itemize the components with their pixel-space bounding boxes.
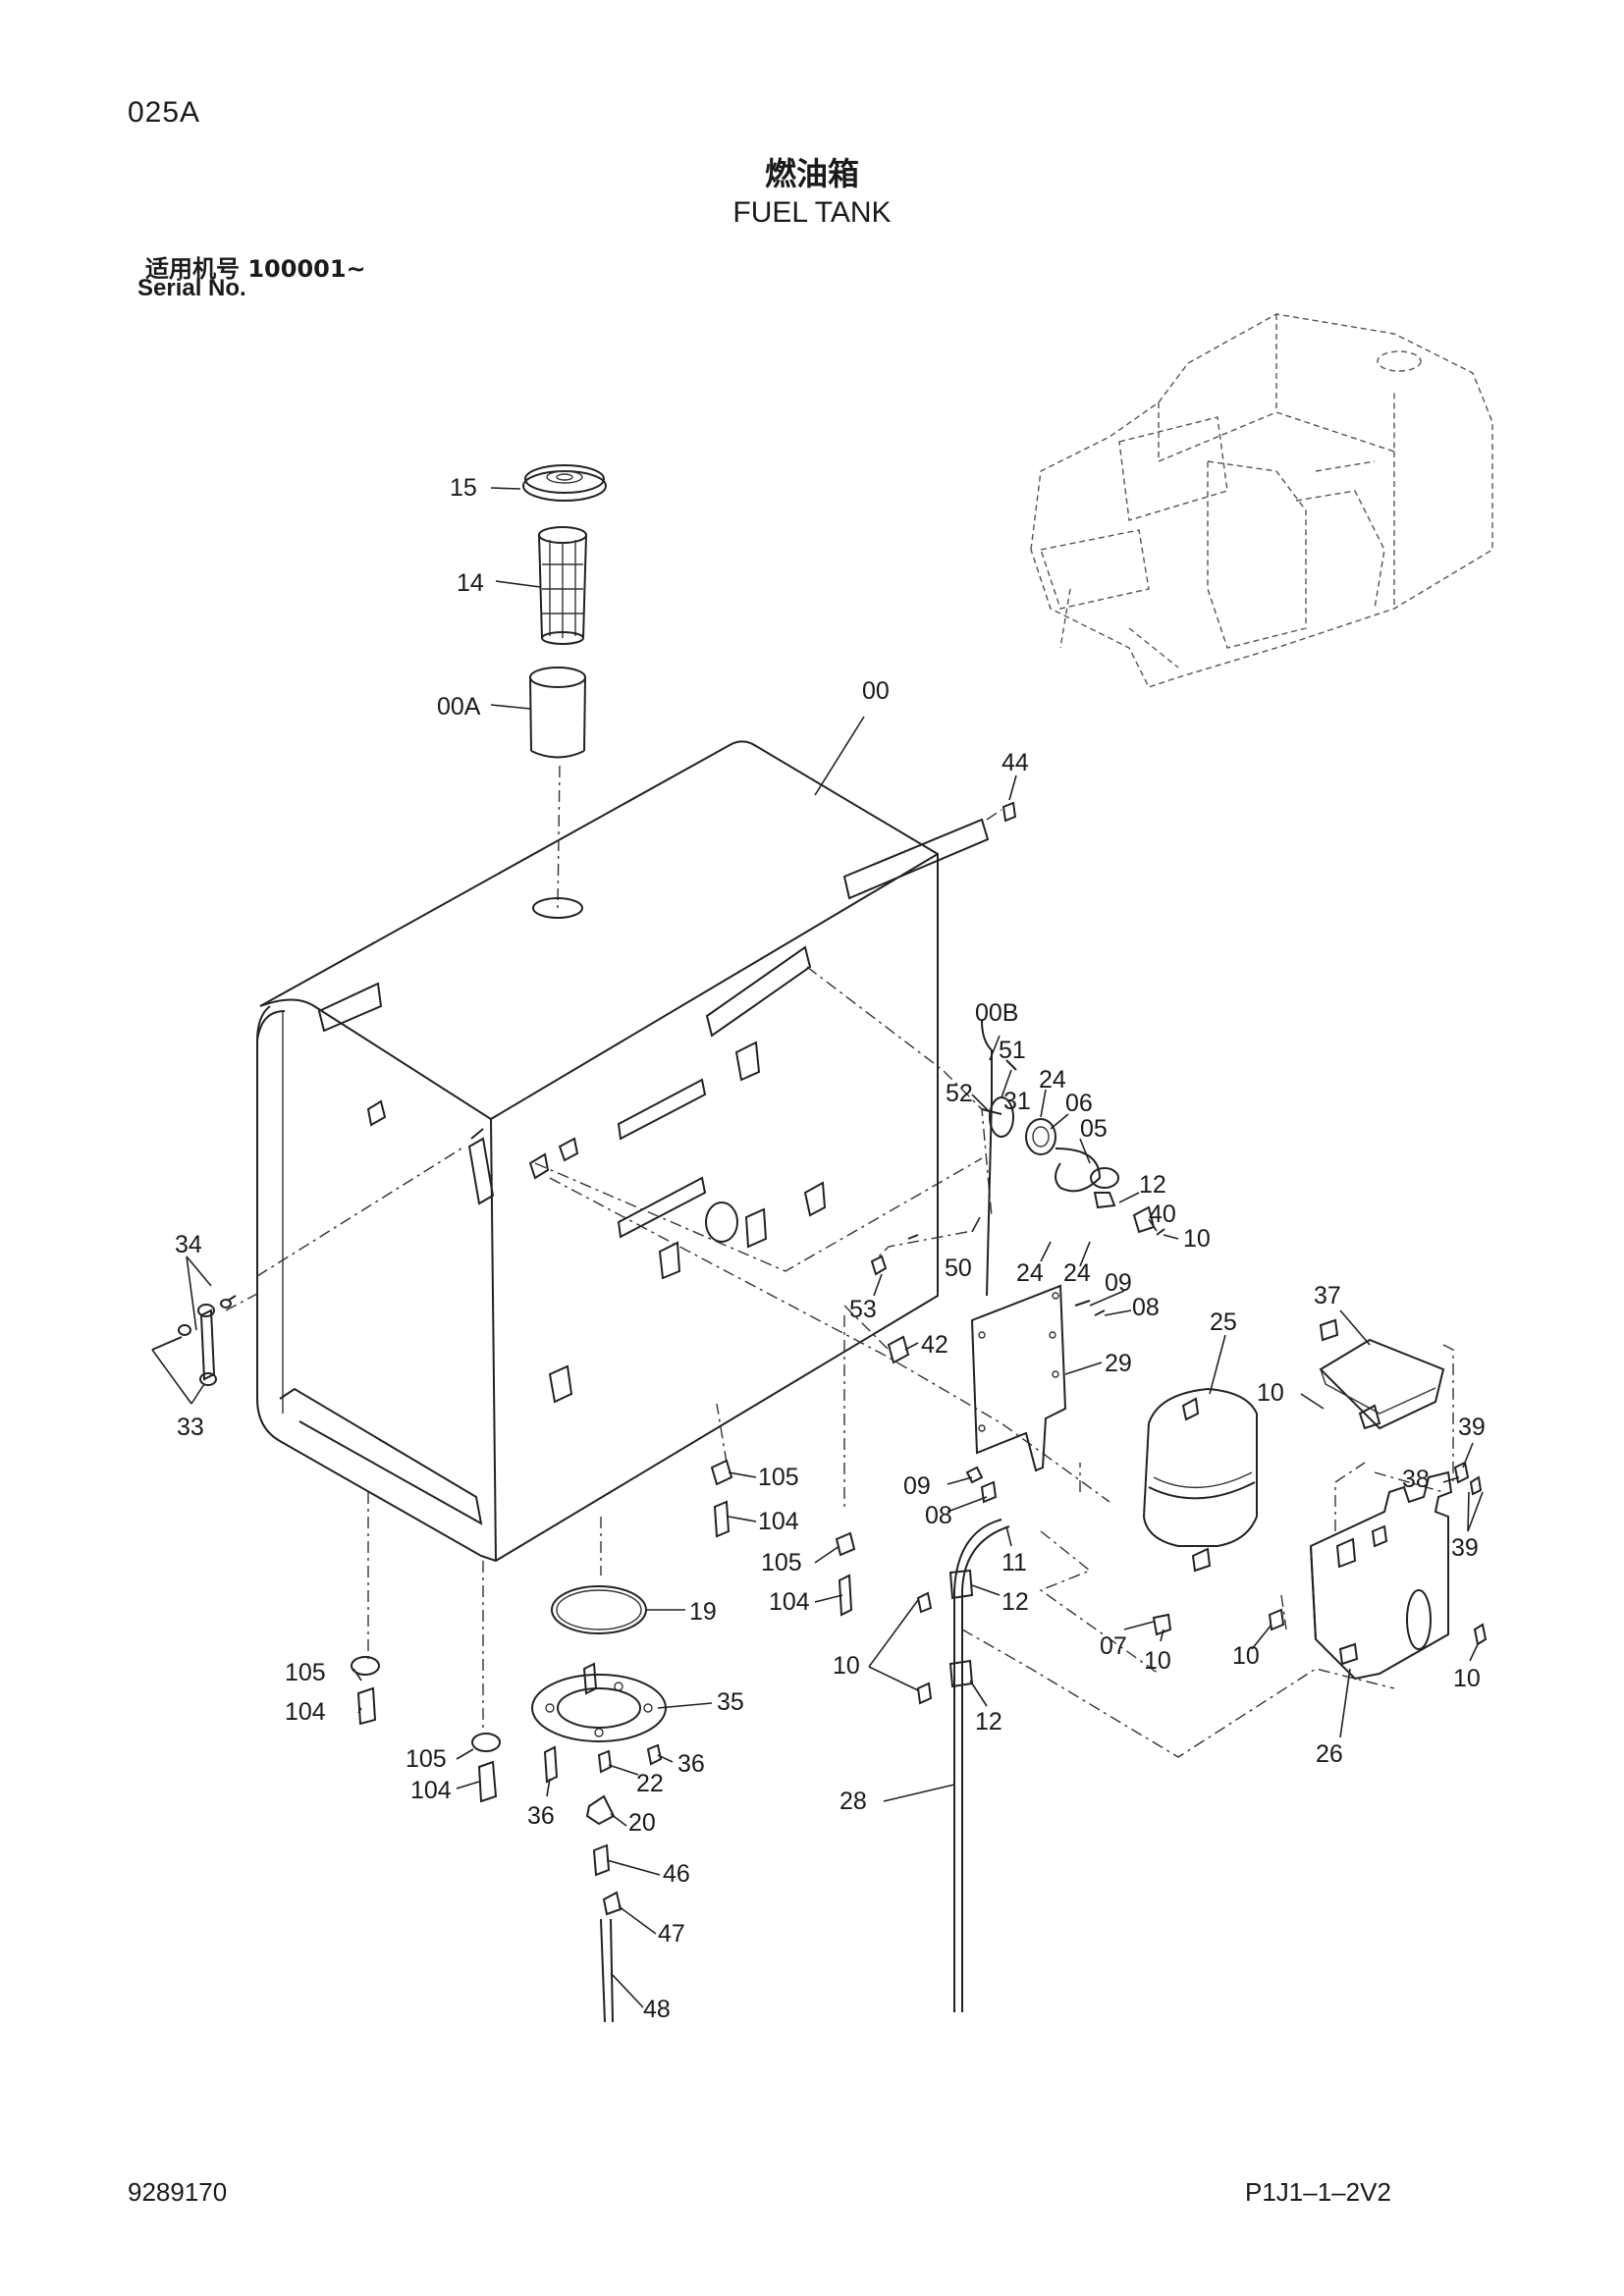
callout-leaders bbox=[151, 487, 1484, 2008]
callout-105b: 105 bbox=[761, 1549, 802, 1576]
callout-40: 40 bbox=[1149, 1201, 1176, 1228]
callout-22: 22 bbox=[636, 1770, 664, 1797]
callout-48: 48 bbox=[643, 1996, 671, 2023]
fuel-tank-body bbox=[256, 740, 990, 1563]
callout-00A: 00A bbox=[437, 693, 481, 721]
callout-31: 31 bbox=[1003, 1088, 1031, 1115]
callout-24a: 24 bbox=[1039, 1066, 1066, 1094]
callout-52: 52 bbox=[946, 1080, 973, 1107]
return-pipe bbox=[948, 1519, 1010, 2012]
callout-10f: 10 bbox=[833, 1652, 860, 1680]
callout-51: 51 bbox=[999, 1037, 1026, 1064]
callout-10d: 10 bbox=[1232, 1642, 1260, 1670]
drawing-code: 025A bbox=[128, 96, 201, 129]
callout-14: 14 bbox=[457, 569, 484, 597]
callout-10b: 10 bbox=[1257, 1379, 1284, 1407]
serial-number-label: Serial No. bbox=[137, 275, 246, 301]
callout-105c: 105 bbox=[285, 1659, 326, 1686]
drain-flange bbox=[531, 1662, 667, 1742]
filler-cap bbox=[522, 464, 607, 502]
callout-05: 05 bbox=[1080, 1115, 1108, 1143]
callout-12a: 12 bbox=[1139, 1171, 1166, 1199]
callout-06: 06 bbox=[1065, 1090, 1093, 1117]
callout-104a: 104 bbox=[758, 1508, 799, 1535]
callout-104c: 104 bbox=[285, 1698, 326, 1726]
callout-39b: 39 bbox=[1451, 1534, 1479, 1562]
fuel-strainer bbox=[538, 526, 587, 645]
drain-valve bbox=[543, 1743, 663, 2023]
fuel-gauge-sender bbox=[989, 1096, 1165, 1236]
mounting-bracket bbox=[151, 1295, 237, 1386]
callout-09a: 09 bbox=[1105, 1269, 1132, 1297]
callout-36a: 36 bbox=[677, 1750, 705, 1778]
callout-53: 53 bbox=[849, 1296, 877, 1323]
fasteners bbox=[351, 801, 1488, 1803]
callout-50: 50 bbox=[945, 1255, 972, 1282]
callout-08a: 08 bbox=[1132, 1294, 1160, 1321]
callout-11: 11 bbox=[1001, 1549, 1027, 1576]
callout-105a: 105 bbox=[758, 1464, 799, 1491]
callout-28: 28 bbox=[839, 1788, 867, 1815]
callout-00B: 00B bbox=[975, 999, 1018, 1027]
callout-37: 37 bbox=[1314, 1282, 1341, 1309]
callout-07: 07 bbox=[1100, 1632, 1127, 1660]
callout-25: 25 bbox=[1210, 1308, 1237, 1336]
tank-cover bbox=[1319, 1338, 1445, 1430]
reserve-tank bbox=[1142, 1387, 1258, 1573]
callout-09b: 09 bbox=[903, 1472, 931, 1500]
fuel-line-pipe bbox=[981, 1020, 1017, 1297]
callout-numbers: 15 14 00A 00 44 00B 51 31 52 24 06 05 12… bbox=[175, 474, 1486, 2023]
callout-12b: 12 bbox=[1001, 1588, 1029, 1616]
callout-20: 20 bbox=[628, 1809, 656, 1837]
callout-29: 29 bbox=[1105, 1350, 1132, 1377]
callout-15: 15 bbox=[450, 474, 477, 502]
page-title: FUEL TANK bbox=[732, 196, 892, 229]
callout-38: 38 bbox=[1402, 1466, 1430, 1493]
tank-bracket bbox=[1309, 1470, 1453, 1681]
callout-104b: 104 bbox=[769, 1588, 810, 1616]
callout-33: 33 bbox=[177, 1414, 204, 1441]
callout-36b: 36 bbox=[527, 1802, 555, 1830]
callout-39a: 39 bbox=[1458, 1414, 1486, 1441]
document-number: 9289170 bbox=[128, 2177, 228, 2207]
callout-42: 42 bbox=[921, 1331, 948, 1359]
callout-24c: 24 bbox=[1063, 1259, 1091, 1287]
callout-34: 34 bbox=[175, 1231, 202, 1258]
callout-44: 44 bbox=[1001, 749, 1029, 776]
callout-19: 19 bbox=[689, 1598, 717, 1626]
callout-47: 47 bbox=[658, 1920, 685, 1948]
callout-08b: 08 bbox=[925, 1502, 952, 1529]
callout-104d: 104 bbox=[410, 1777, 452, 1804]
page-title-chinese: 燃油箱 bbox=[764, 155, 859, 192]
callout-35: 35 bbox=[717, 1688, 744, 1716]
callout-10c: 10 bbox=[1144, 1647, 1171, 1675]
callout-26: 26 bbox=[1316, 1740, 1343, 1768]
page-reference: P1J1–1–2V2 bbox=[1245, 2177, 1391, 2207]
filler-tube bbox=[529, 667, 586, 759]
callout-10a: 10 bbox=[1183, 1225, 1211, 1253]
mounting-plate bbox=[970, 1284, 1067, 1472]
callout-12c: 12 bbox=[975, 1708, 1002, 1735]
callout-00: 00 bbox=[862, 677, 890, 705]
callout-24b: 24 bbox=[1016, 1259, 1044, 1287]
seal-ring bbox=[551, 1585, 647, 1634]
callout-105d: 105 bbox=[406, 1745, 447, 1773]
callout-10e: 10 bbox=[1453, 1665, 1481, 1692]
callout-46: 46 bbox=[663, 1860, 690, 1888]
machine-location-overview bbox=[1030, 313, 1493, 688]
serial-range-label-chinese: 适用机号 100001~ bbox=[145, 255, 366, 283]
